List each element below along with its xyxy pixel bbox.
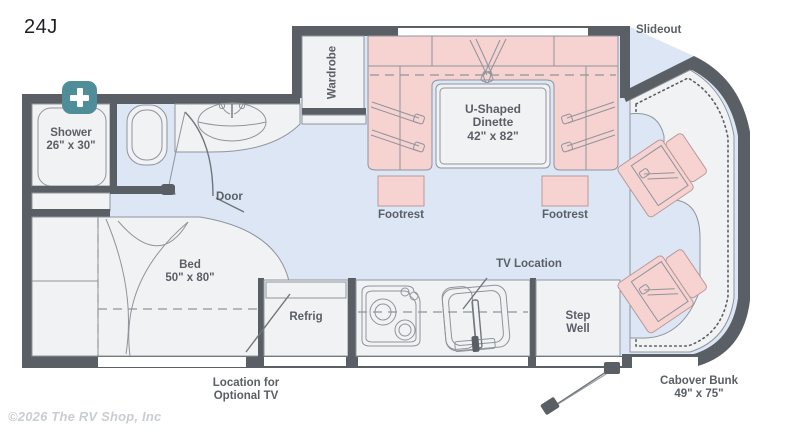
cab-seat-passenger: [617, 249, 707, 334]
bathroom-door[interactable]: [161, 111, 214, 197]
bedroom: [31, 216, 291, 367]
seatbelt-straps: [370, 38, 616, 153]
toilet-icon: [126, 104, 168, 166]
callout-leaders: [215, 197, 488, 353]
cabover-bunk: [617, 69, 735, 353]
wardrobe: [301, 35, 367, 125]
kitchen-galley: [258, 278, 698, 366]
footrest-left-shape: [377, 175, 425, 207]
cooktop-icon: [441, 284, 511, 353]
bathroom-sink-icon: [174, 102, 301, 153]
plus-icon[interactable]: [62, 81, 97, 114]
copyright-notice: ©2026 The RV Shop, Inc: [8, 409, 162, 424]
entry-door-icon[interactable]: [540, 362, 620, 415]
kitchen-sink-icon: [361, 285, 421, 347]
cab-seat-driver: [617, 133, 707, 218]
footrest-right-shape: [541, 175, 589, 207]
plus-glyph: [70, 88, 89, 107]
u-shaped-dinette: [367, 28, 619, 207]
page-title: 24J: [24, 16, 58, 38]
